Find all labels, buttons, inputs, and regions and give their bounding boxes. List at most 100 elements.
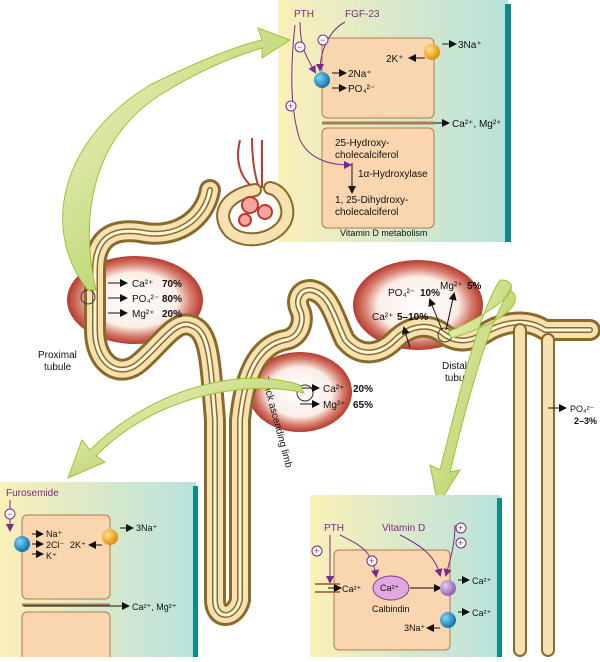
furosemide-minus-sign: − [7, 509, 12, 519]
calbindin-ca-label: Ca²⁺ [380, 583, 400, 593]
calbindin-label: Calbindin [372, 604, 410, 614]
nephron-tubule [84, 179, 600, 657]
ncx-exchanger [440, 612, 456, 628]
pth-plus-sign: + [288, 101, 293, 111]
right-vitd-pump-arrow [399, 534, 443, 577]
proximal-pct-2: 80% [162, 294, 182, 305]
right-plus-badge-1 [311, 545, 323, 557]
vitd-product-1: 1, 25-Dihydroxy- [335, 195, 408, 206]
top-cell-upper [321, 37, 435, 119]
vitd-caption: Vitamin D metabolism [340, 228, 427, 238]
distal-po4-arrow [428, 298, 443, 331]
tubule-lumen [93, 188, 592, 617]
left-cell-lower [21, 611, 111, 662]
right-plus-sign-2: + [369, 556, 374, 566]
proximal-pct-3: 20% [162, 309, 182, 320]
channel-ca-label: Ca²⁺ [342, 584, 362, 594]
proximal-pct-1: 70% [162, 279, 182, 290]
right-vitd-arrow [443, 524, 456, 577]
right-vitd-label: Vitamin D [382, 523, 425, 534]
left-basolateral-ions: Ca²⁺, Mg²⁺ [132, 602, 177, 612]
basolateral-ions: Ca²⁺, Mg²⁺ [452, 119, 501, 130]
ncx-ca-label: Ca²⁺ [472, 608, 492, 618]
distal-ca-arrow [401, 326, 411, 349]
thick-pct-2: 65% [353, 400, 373, 411]
distal-po4-pct: 10% [420, 288, 440, 299]
distal-label-1: Distal [442, 361, 467, 372]
distal-label-2: tubule [445, 373, 473, 384]
left-cell-upper [21, 514, 111, 600]
distal-mg-pct: 5% [467, 281, 482, 292]
thick-limb-callout-arrow [67, 377, 305, 479]
proximal-reabsorption: Ca²⁺ 70% PO₄²⁻ 80% Mg²⁺ 20% Proximal tub… [38, 279, 182, 373]
pmca-ca-label: Ca²⁺ [472, 576, 492, 586]
pth-minus-badge [294, 41, 306, 53]
right-pth-label: PTH [324, 523, 344, 534]
pth-label: PTH [294, 9, 314, 20]
collecting-ion: PO₄²⁻ [570, 404, 595, 414]
nkcc-na-label: Na⁺ [46, 529, 63, 539]
na-k-pump [424, 44, 440, 60]
proximal-label-1: Proximal [38, 350, 77, 361]
proximal-callout-arrow [62, 27, 292, 291]
bowman-capsule [218, 183, 293, 245]
cotransport-po4-label: PO₄²⁻ [348, 84, 375, 95]
collecting-pct: 2–3% [574, 416, 597, 426]
thick-ion-2: Mg²⁺ [323, 400, 346, 411]
pth-stimulate-arrow [291, 24, 352, 169]
left-pump-in-label: 2K⁺ [70, 540, 86, 550]
right-plus-badge-4 [455, 537, 467, 549]
collecting-duct [515, 325, 553, 655]
top-cell-lower [321, 127, 435, 229]
left-na-k-pump [102, 529, 118, 545]
right-plus-sign-4: + [458, 538, 463, 548]
vitd-substrate-1: 25-Hydroxy- [335, 138, 389, 149]
proximal-ion-3: Mg²⁺ [132, 309, 155, 320]
na-po4-cotransporter [314, 72, 330, 88]
furosemide-minus-badge [4, 508, 16, 520]
nkcc-k-label: K⁺ [46, 551, 57, 561]
thick-ion-1: Ca²⁺ [323, 384, 344, 395]
distal-po4-ion: PO₄²⁻ [388, 288, 415, 299]
vitd-enzyme: 1α-Hydroxylase [358, 169, 428, 180]
furosemide-label: Furosemide [6, 488, 59, 499]
fgf23-minus-sign: − [320, 35, 325, 45]
pmca-pump [440, 580, 456, 596]
pump-in-label: 2K⁺ [386, 54, 404, 65]
distal-mg-ion: Mg²⁺ [440, 281, 463, 292]
left-pump-out-label: 3Na⁺ [136, 523, 158, 533]
fgf23-label: FGF-23 [345, 9, 380, 20]
right-panel-edge [497, 498, 502, 657]
left-panel: Furosemide − Na⁺ 2Cl⁻ K⁺ 3Na⁺ 2K⁺ Ca²⁺, … [0, 482, 198, 662]
ncx-na-label: 3Na⁺ [404, 623, 426, 633]
right-plus-sign-1: + [314, 546, 319, 556]
proximal-ion-2: PO₄²⁻ [132, 294, 159, 305]
pth-minus-sign: − [297, 42, 302, 52]
pump-out-label: 3Na⁺ [458, 40, 482, 51]
distal-reabsorption: Mg²⁺ 5% PO₄²⁻ 10% Ca²⁺ 5–10% Distal tubu… [372, 281, 482, 384]
distal-ca-pct: 5–10% [397, 312, 428, 323]
vitd-product-2: cholecalciferol [335, 207, 398, 218]
right-plus-badge-3 [455, 522, 467, 534]
glomerulus [237, 137, 273, 227]
right-plus-badge-2 [366, 555, 378, 567]
pth-plus-badge [285, 100, 297, 112]
left-panel-edge [193, 486, 198, 657]
cotransport-na-label: 2Na⁺ [348, 69, 372, 80]
top-panel-edge [505, 4, 511, 242]
top-panel: PTH FGF-23 − − + 2Na⁺ PO₄²⁻ 3Na⁺ 2K⁺ Ca²… [278, 0, 511, 242]
calbindin-protein [372, 575, 410, 601]
distal-mg-arrow [445, 292, 457, 331]
proximal-label-2: tubule [44, 362, 72, 373]
fgf23-minus-badge [317, 34, 329, 46]
proximal-ion-1: Ca²⁺ [132, 279, 153, 290]
right-pth-calbindin-arrow [339, 534, 380, 578]
thick-limb-marker [296, 384, 314, 402]
distal-ca-ion: Ca²⁺ [372, 312, 393, 323]
right-panel: PTH Vitamin D + + + + Ca²⁺ Ca²⁺ Calbindi… [310, 495, 502, 657]
right-plus-sign-3: + [458, 523, 463, 533]
nkcc2-transporter [14, 536, 30, 552]
thick-pct-1: 20% [353, 384, 373, 395]
